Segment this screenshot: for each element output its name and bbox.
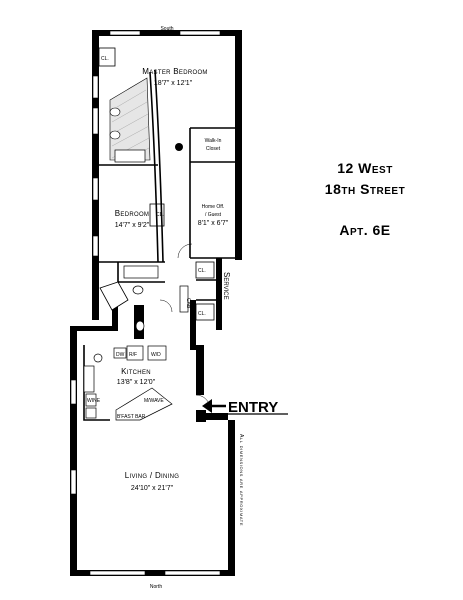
shower-icon [99, 281, 129, 311]
master-bedroom-dims: 18'7" x 12'1" [154, 80, 193, 87]
closet-label: CL. [101, 56, 109, 62]
dishwasher-box [113, 347, 127, 359]
walk-in-closet-line2: Closet [206, 146, 221, 152]
disclaimer-text: All dimensions are approximate [238, 434, 244, 526]
master-bedroom-name: Master Bedroom [142, 67, 207, 76]
sink-icon [135, 320, 145, 332]
cabinet-label: CAB [185, 298, 191, 309]
dishwasher-label: DW [116, 352, 125, 358]
column-marker [175, 143, 183, 151]
apartment-number: Apt. 6E [339, 222, 391, 238]
washer-dryer-label: W/D [151, 352, 161, 358]
toilet-icon [109, 130, 121, 140]
washer-dryer-box [147, 345, 167, 361]
toilet-icon [132, 285, 144, 295]
bathtub-icon [123, 265, 159, 279]
living-dining-dims: 24'10" x 21'7" [131, 485, 174, 492]
fridge-box [126, 345, 144, 361]
breakfast-bar-label: B'FAST BAR [117, 414, 146, 420]
hall-bath [99, 265, 159, 332]
kitchen-name: Kitchen [121, 367, 151, 376]
living-dining-name: Living / Dining [125, 471, 179, 480]
address-line-2: 18th Street [324, 181, 406, 197]
closet-label: CL. [156, 212, 164, 218]
wine-label: WINE [87, 398, 101, 404]
compass-south: South [160, 26, 173, 32]
master-bath [109, 77, 151, 163]
windows [70, 30, 221, 576]
bathtub-icon [114, 149, 146, 163]
kitchen-appliances [83, 285, 189, 421]
compass-north: North [150, 584, 162, 590]
home-office-dims: 8'1" x 6'7" [198, 220, 229, 227]
microwave-label: M/WAVE [144, 398, 164, 404]
closet-label: CL. [198, 268, 206, 274]
address-line-1: 12 West [337, 160, 393, 176]
interior-walls [83, 69, 236, 421]
cabinet-box [179, 285, 189, 313]
range-box [83, 365, 95, 393]
bedroom-dims: 14'7" x 9'2" [115, 222, 150, 229]
service-label: Service [222, 272, 231, 300]
fridge-label: R/F [129, 352, 137, 358]
home-office-line1: Home Off. [202, 204, 225, 210]
breakfast-bar [115, 387, 173, 421]
exterior-walls [70, 30, 242, 576]
entry-arrow-icon [202, 399, 226, 413]
closet-label: CL. [198, 311, 206, 317]
bedroom-name: Bedroom [115, 209, 149, 218]
sink-icon [109, 107, 121, 117]
home-office-line2: / Guest [205, 212, 222, 218]
walk-in-closet-line1: Walk-In [205, 138, 222, 144]
closets [98, 47, 215, 321]
entry-label: ENTRY [228, 399, 278, 416]
sink-icon [93, 353, 103, 363]
kitchen-dims: 13'8" x 12'0" [117, 379, 156, 386]
